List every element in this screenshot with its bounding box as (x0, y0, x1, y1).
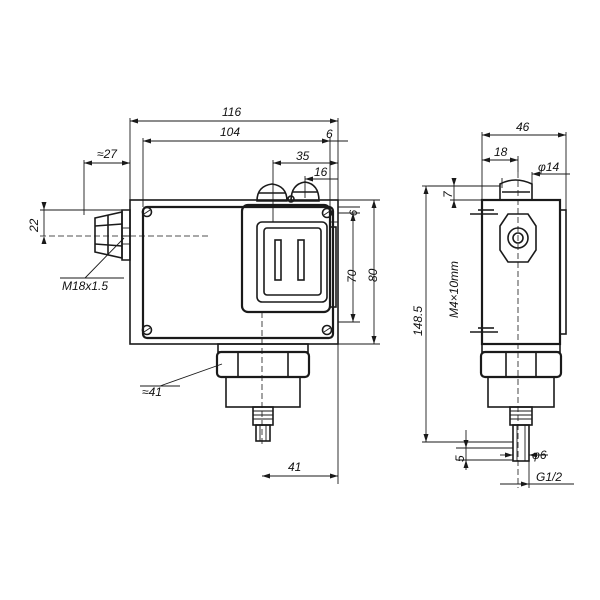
side-knob (499, 179, 533, 201)
dim-27 (83, 160, 131, 215)
side-body (480, 198, 562, 346)
dim-6-top-label: 6 (326, 127, 333, 141)
dim-18-label: 18 (494, 145, 508, 159)
side-port (479, 343, 563, 462)
indicator-window (240, 203, 338, 314)
dim-41 (262, 344, 339, 484)
adjusting-knobs (256, 181, 320, 203)
gland-leader (84, 237, 125, 279)
dim-22 (40, 202, 122, 244)
dim-80 (338, 199, 380, 345)
corner-screws (141, 206, 333, 336)
dim-g12 (500, 461, 574, 488)
dim-148-5-label: 148.5 (411, 306, 425, 336)
hex-size-label: ≈41 (142, 385, 162, 399)
dim-27-label: ≈27 (97, 147, 118, 161)
dim-104-label: 104 (220, 125, 240, 139)
dim-46-label: 46 (516, 120, 530, 134)
dim-35-label: 35 (296, 149, 310, 163)
hex-leader (159, 363, 223, 387)
dim-phi14 (501, 171, 570, 188)
front-view: 116 104 6 35 16 (27, 105, 380, 484)
dim-104 (142, 138, 331, 207)
dim-5 (456, 430, 513, 470)
side-screw-marks (470, 209, 498, 333)
screw-label: M4×10mm (447, 261, 461, 318)
dim-phi6-label: φ6 (532, 448, 547, 462)
dim-35 (272, 160, 339, 222)
dim-46 (481, 132, 567, 210)
cable-gland (94, 209, 131, 261)
dim-phi14-label: φ14 (538, 160, 560, 174)
dim-70 (338, 213, 360, 323)
side-back-ridge (559, 209, 567, 335)
dim-6-right-label: 6 (348, 209, 360, 216)
dim-116-label: 116 (222, 105, 241, 119)
dim-16 (304, 176, 338, 198)
dim-18 (482, 156, 519, 172)
dim-6-right (338, 206, 360, 214)
dim-16-label: 16 (314, 165, 328, 179)
dim-g12-label: G1/2 (536, 470, 562, 484)
dim-22-label: 22 (27, 218, 41, 233)
dim-7 (428, 178, 500, 208)
pressure-port (215, 343, 311, 442)
dim-148-5 (422, 185, 513, 443)
housing-lid (141, 205, 335, 340)
dim-70-label: 70 (345, 269, 359, 283)
dim-7-label: 7 (441, 190, 455, 198)
gland-thread-label: M18x1.5 (62, 279, 108, 293)
dim-41-label: 41 (288, 460, 301, 474)
dim-phi6 (500, 452, 548, 458)
side-view: 46 18 φ14 7 (411, 120, 574, 488)
dim-5-label: 5 (453, 455, 467, 462)
dim-80-label: 80 (366, 268, 380, 282)
